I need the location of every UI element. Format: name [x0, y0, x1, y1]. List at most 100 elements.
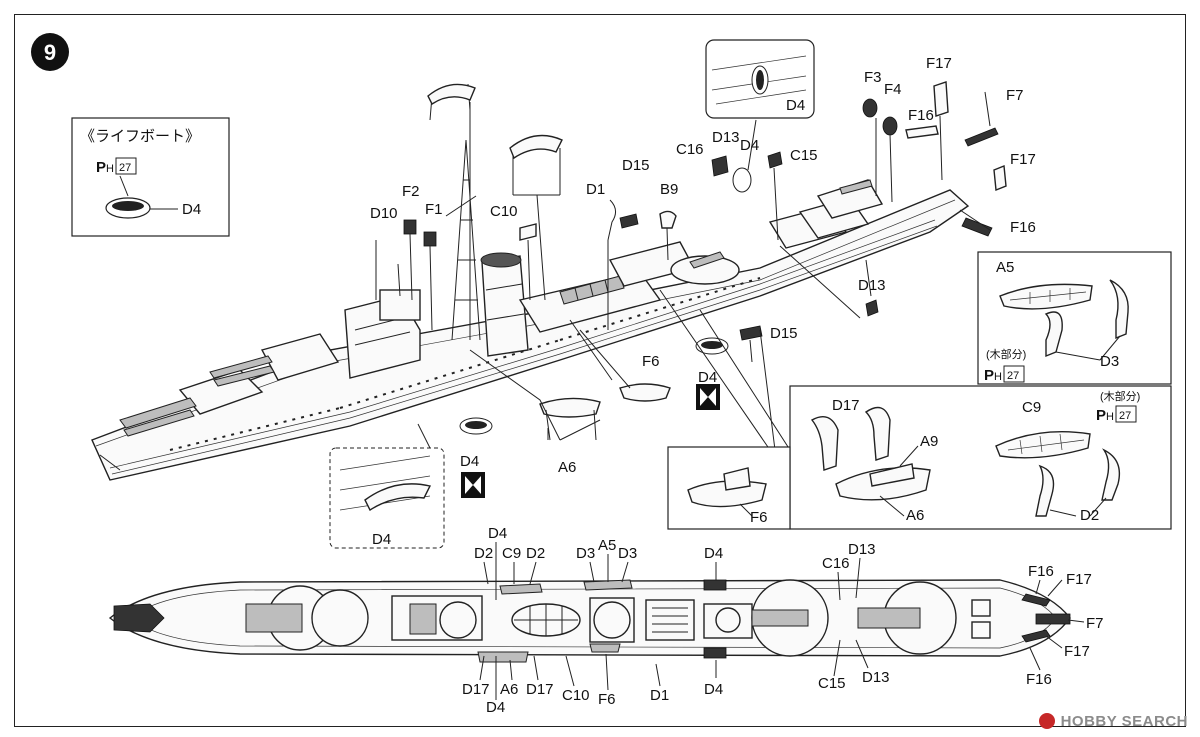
plan-label-d4-top: D4: [488, 525, 507, 542]
d4-bottom-inset: [329, 423, 445, 549]
plan-funnel: [511, 603, 581, 637]
step-number: 9: [44, 40, 56, 65]
label-c16: C16: [676, 141, 704, 158]
label-d4-inset: D4: [786, 97, 805, 114]
lifeboat-callout-title: 《ライフボート》: [80, 127, 200, 145]
c9-label: C9: [1022, 399, 1041, 416]
leader-lines: [469, 209, 991, 451]
paint-p-icon-a9: P: [1096, 407, 1106, 424]
paint-p-icon-a5: P: [984, 367, 994, 384]
plan-label-f6: F6: [598, 691, 616, 708]
f16-f17-parts: [961, 165, 1007, 237]
label-f2: F2: [402, 183, 420, 200]
paint-prefix-a5: H: [994, 371, 1002, 383]
flip-icon-2: [461, 472, 485, 498]
plan-label-d17-b: D17: [526, 681, 554, 698]
d4-detail-inset: [705, 39, 815, 171]
plan-label-f16-bottom: F16: [1026, 671, 1052, 688]
label-b9: B9: [660, 181, 678, 198]
plan-label-c10: C10: [562, 687, 590, 704]
d17-label: D17: [832, 397, 860, 414]
page-frame: [14, 14, 1186, 727]
plan-label-f16: F16: [1028, 563, 1054, 580]
plan-label-d4-bottom: D4: [704, 681, 723, 698]
plan-boats: [477, 579, 727, 663]
paint-prefix-a9: H: [1106, 411, 1114, 423]
plan-label-d3-a: D3: [576, 545, 595, 562]
label-f3: F3: [864, 69, 882, 86]
plan-searchlight: [703, 603, 753, 639]
label-d10: D10: [370, 205, 398, 222]
lifeboat-d4-hole: [112, 201, 144, 211]
plan-stern: [971, 593, 1071, 643]
funnel: [480, 252, 529, 357]
plan-label-f17: F17: [1066, 571, 1092, 588]
paint-prefix: H: [106, 163, 114, 175]
hobby-search-logo-icon: [1038, 713, 1055, 729]
label-d4-b: D4: [698, 369, 717, 386]
label-f17: F17: [926, 55, 952, 72]
label-f16-b: F16: [1010, 219, 1036, 236]
plan-turret-x: [751, 579, 829, 657]
forward-turret-b: [209, 333, 340, 387]
plan-labels-bottom: D17 A6 D17 C10 F6 D1 D4 C15 D13 F17 F16 …: [462, 635, 1090, 716]
plan-label-d3-b: D3: [618, 545, 637, 562]
plan-label-f17-bottom: F17: [1064, 643, 1090, 660]
plan-label-c16: C16: [822, 555, 850, 572]
boat-a5-box: A5 D3 (木部分) P H 27: [977, 251, 1172, 385]
c9-boat: [995, 431, 1091, 459]
step-badge: 9: [31, 33, 69, 71]
flip-icon: [696, 384, 720, 410]
loose-parts: [375, 81, 949, 363]
wood-note-a5: (木部分): [986, 347, 1026, 361]
midships-deckhouse: [518, 241, 740, 333]
label-d13: D13: [712, 129, 740, 146]
plan-turret-a: [245, 585, 369, 651]
plan-label-d13-bottom: D13: [862, 669, 890, 686]
label-f4: F4: [884, 81, 902, 98]
paint-code: 27: [119, 162, 131, 174]
plan-label-d4-b: D4: [704, 545, 723, 562]
paint-code-a5: 27: [1007, 370, 1019, 382]
plan-label-c15: C15: [818, 675, 846, 692]
label-f6: F6: [642, 353, 660, 370]
plan-label-d17-a: D17: [462, 681, 490, 698]
d2-label: D2: [1080, 507, 1099, 524]
label-f7: F7: [1006, 87, 1024, 104]
plan-label-d2-b: D2: [526, 545, 545, 562]
a9-label: A9: [920, 433, 938, 450]
lifeboat-part-label: D4: [182, 201, 201, 218]
label-d4-inset-2: D4: [372, 531, 391, 548]
label-a6: A6: [558, 459, 576, 476]
a6-label-box: A6: [906, 507, 924, 524]
bridge-structure: [344, 289, 421, 379]
plan-label-d1: D1: [650, 687, 669, 704]
plan-labels-top: D4 D2 C9 D2 D3 A5 D3 D4 C16 D13 F16 F17 …: [474, 525, 1104, 632]
plan-label-a5: A5: [598, 537, 616, 554]
label-f17-b: F17: [1010, 151, 1036, 168]
midship-boats: [459, 337, 729, 441]
a5-label: A5: [996, 259, 1014, 276]
paint-p-icon: P: [96, 159, 106, 176]
davit-arms: [427, 83, 563, 340]
aft-turret-y: [816, 179, 884, 219]
plan-turret-y: [857, 581, 957, 655]
plan-label-a6: A6: [500, 681, 518, 698]
plan-label-d13: D13: [848, 541, 876, 558]
plan-label-d4-bottom-2: D4: [486, 699, 505, 716]
label-d13-b: D13: [858, 277, 886, 294]
watermark-text: HOBBY SEARCH: [1060, 712, 1188, 730]
f6-label-box: F6: [750, 509, 768, 526]
plan-label-d2-a: D2: [474, 545, 493, 562]
plan-torpedo: [589, 597, 695, 643]
f7-part: [964, 91, 999, 147]
label-c10: C10: [490, 203, 518, 220]
ship-plan-view: [108, 579, 1071, 663]
label-d4-c: D4: [460, 453, 479, 470]
label-d15: D15: [622, 157, 650, 174]
lifeboat-callout: 《ライフボート》 P H 27 D4: [71, 117, 230, 237]
paint-code-a9: 27: [1119, 410, 1131, 422]
lattice-mast: [445, 139, 481, 341]
